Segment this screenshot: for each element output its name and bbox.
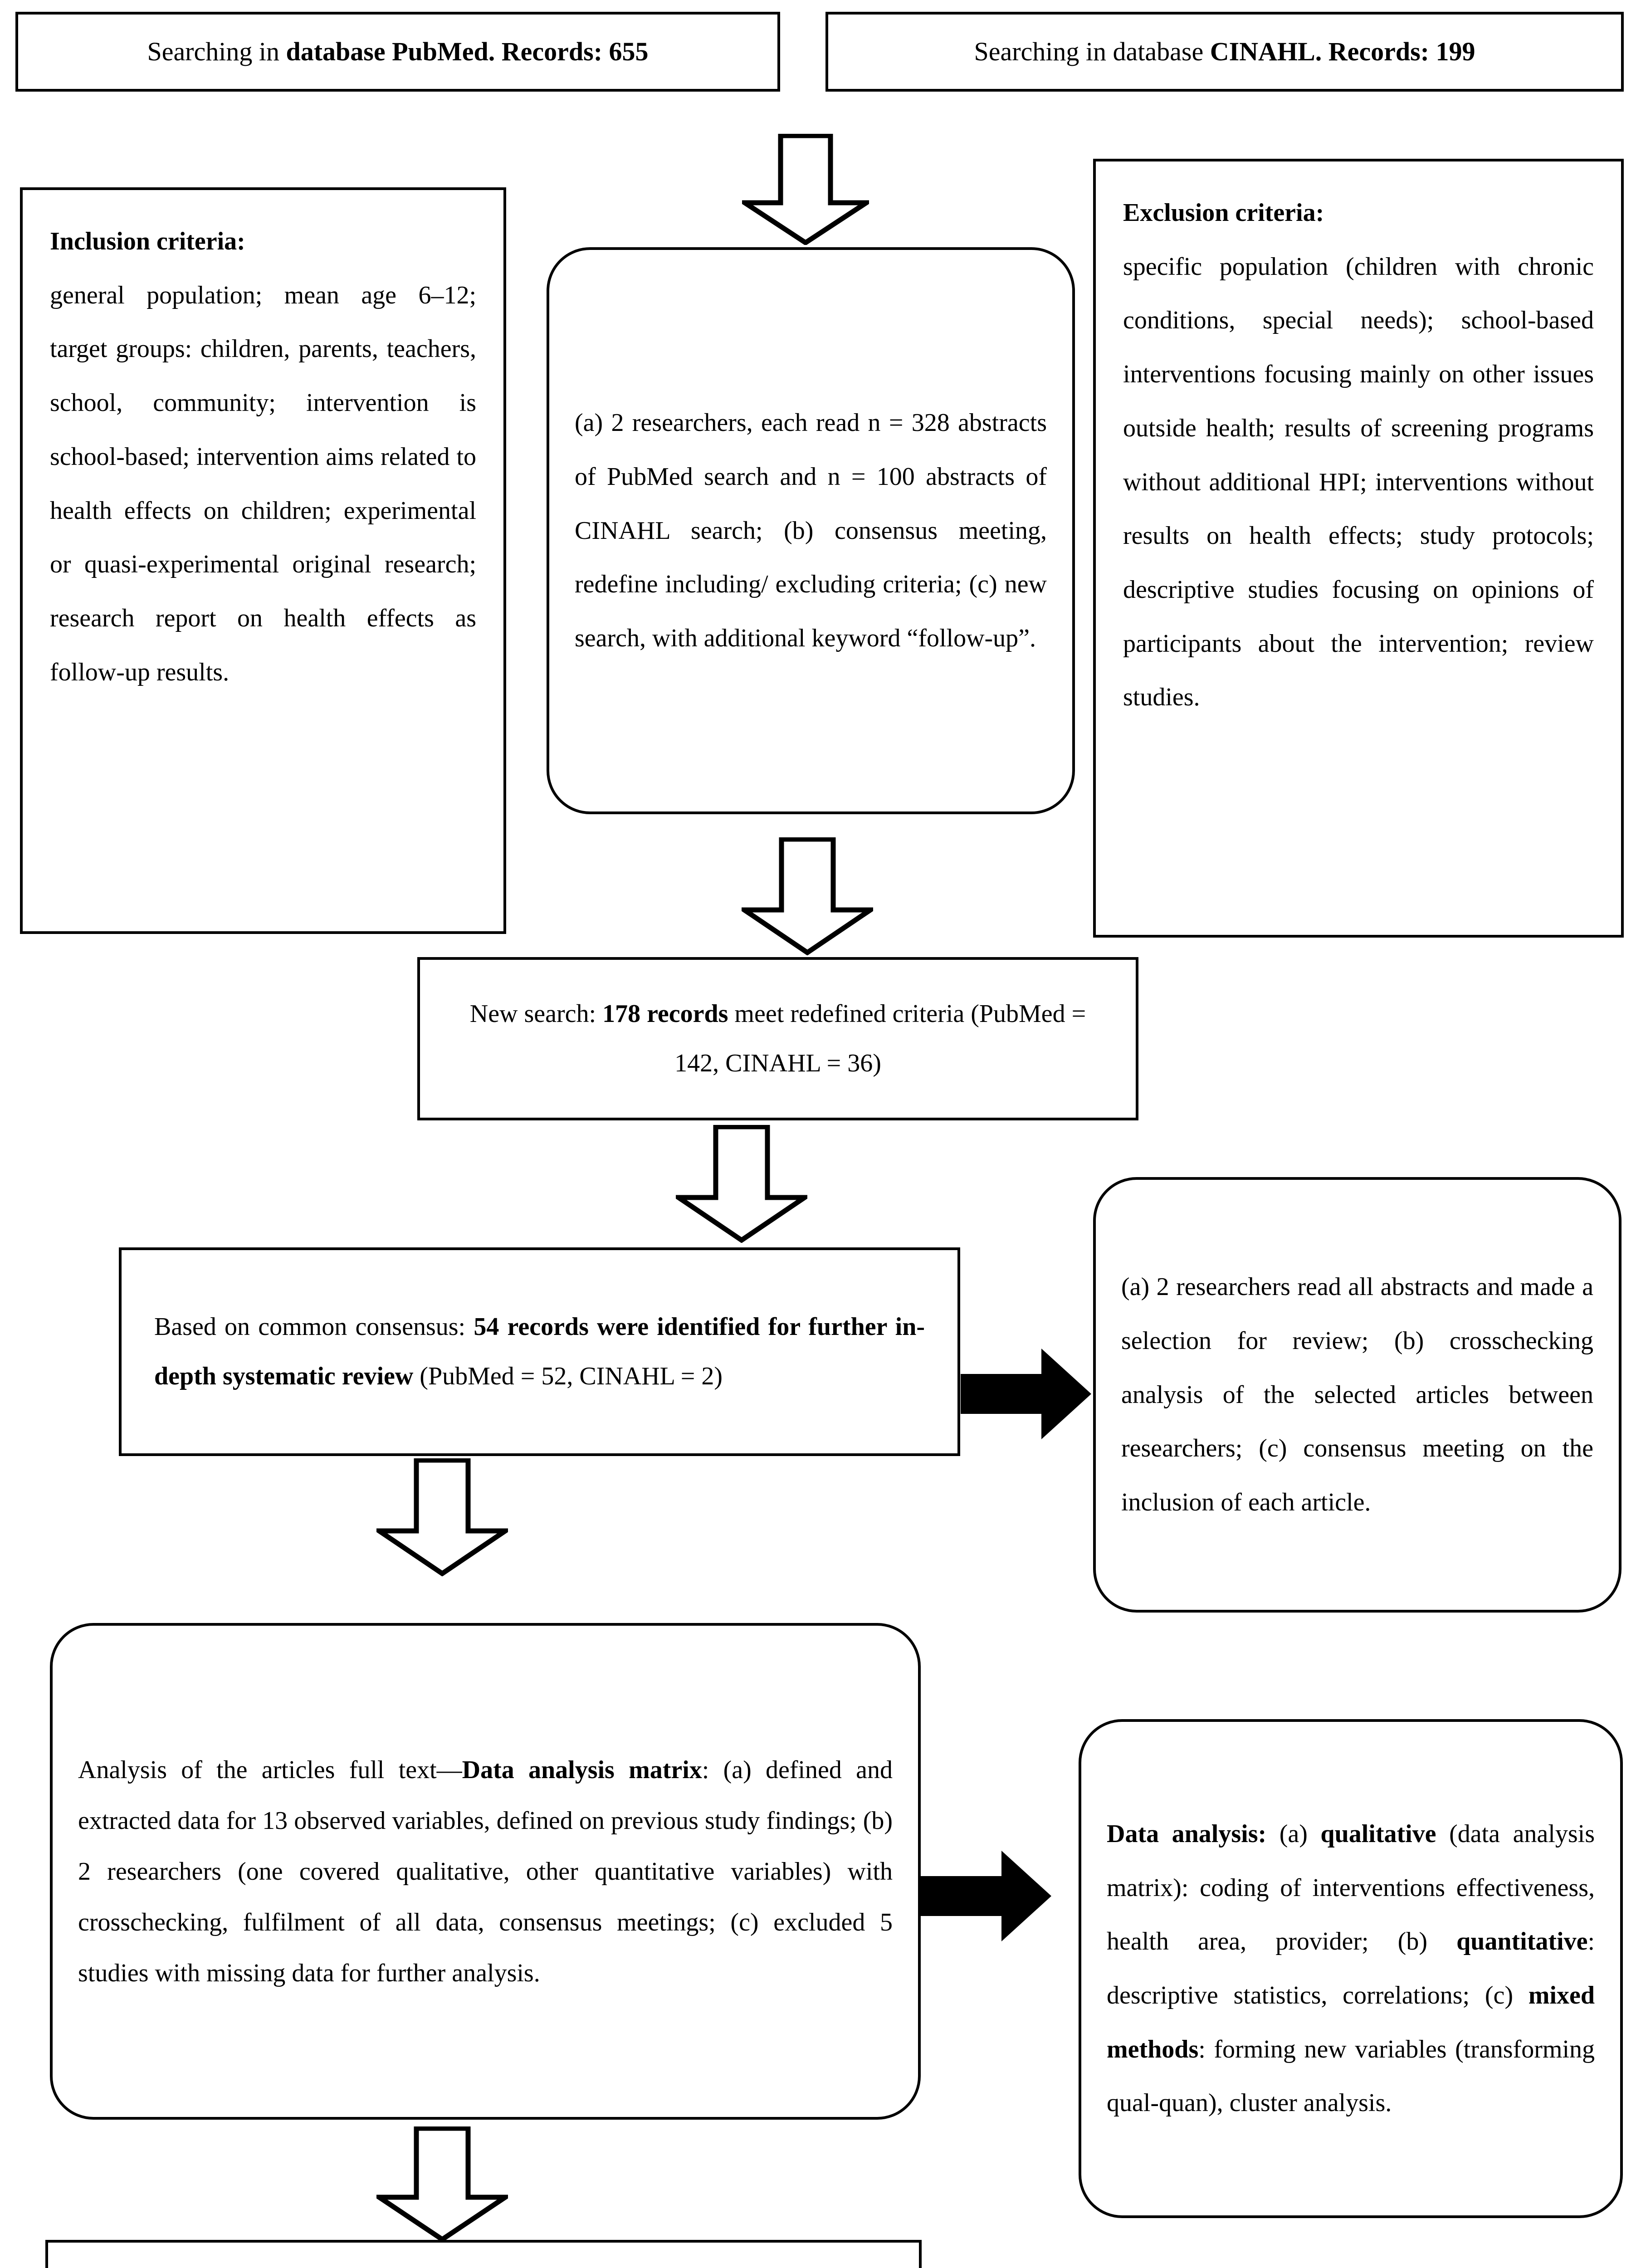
pubmed-search-label: Searching in database PubMed. Records: 6… [147,37,649,67]
arrow-consensus-to-full-text [376,1458,508,1576]
node-screening-process: (a) 2 researchers, each read n = 328 abs… [547,247,1075,814]
arrow-consensus-to-review [961,1349,1092,1439]
arrow-full-text-to-final [376,2126,508,2242]
node-review-process: (a) 2 researchers read all abstracts and… [1093,1177,1621,1613]
node-exclusion-criteria: Exclusion criteria: specific population … [1093,159,1624,938]
exclusion-criteria-heading: Exclusion criteria: [1123,199,1324,227]
full-text-analysis-body: Analysis of the articles full text—Data … [78,1755,893,1987]
node-consensus-selection: Based on common consensus: 54 records we… [119,1247,960,1456]
final-sample-label: Final sample for the mixed methods analy… [80,2253,887,2268]
arrow-screening-to-new-search [742,837,873,955]
node-final-sample: Final sample for the mixed methods analy… [45,2240,922,2268]
node-pubmed-search: Searching in database PubMed. Records: 6… [15,12,780,92]
arrow-new-search-to-consensus [676,1125,807,1243]
new-search-label: New search: 178 records meet redefined c… [469,999,1086,1077]
review-process-body: (a) 2 researchers read all abstracts and… [1121,1273,1593,1517]
node-new-search: New search: 178 records meet redefined c… [417,957,1138,1120]
inclusion-criteria-heading: Inclusion criteria: [50,227,245,255]
inclusion-criteria-body: general population; mean age 6–12; targe… [50,281,476,686]
arrow-databases-to-screening [742,134,869,245]
node-full-text-analysis: Analysis of the articles full text—Data … [50,1623,921,2120]
consensus-selection-label: Based on common consensus: 54 records we… [154,1312,925,1390]
node-data-analysis: Data analysis: (a) qualitative (data ana… [1079,1719,1623,2218]
arrow-full-text-to-data-analysis [921,1851,1052,1941]
screening-process-body: (a) 2 researchers, each read n = 328 abs… [575,409,1047,653]
cinahl-search-label: Searching in database CINAHL. Records: 1… [974,37,1475,67]
node-cinahl-search: Searching in database CINAHL. Records: 1… [825,12,1624,92]
exclusion-criteria-body: specific population (children with chron… [1123,252,1594,712]
node-inclusion-criteria: Inclusion criteria: general population; … [20,187,506,934]
data-analysis-body: Data analysis: (a) qualitative (data ana… [1107,1819,1595,2117]
